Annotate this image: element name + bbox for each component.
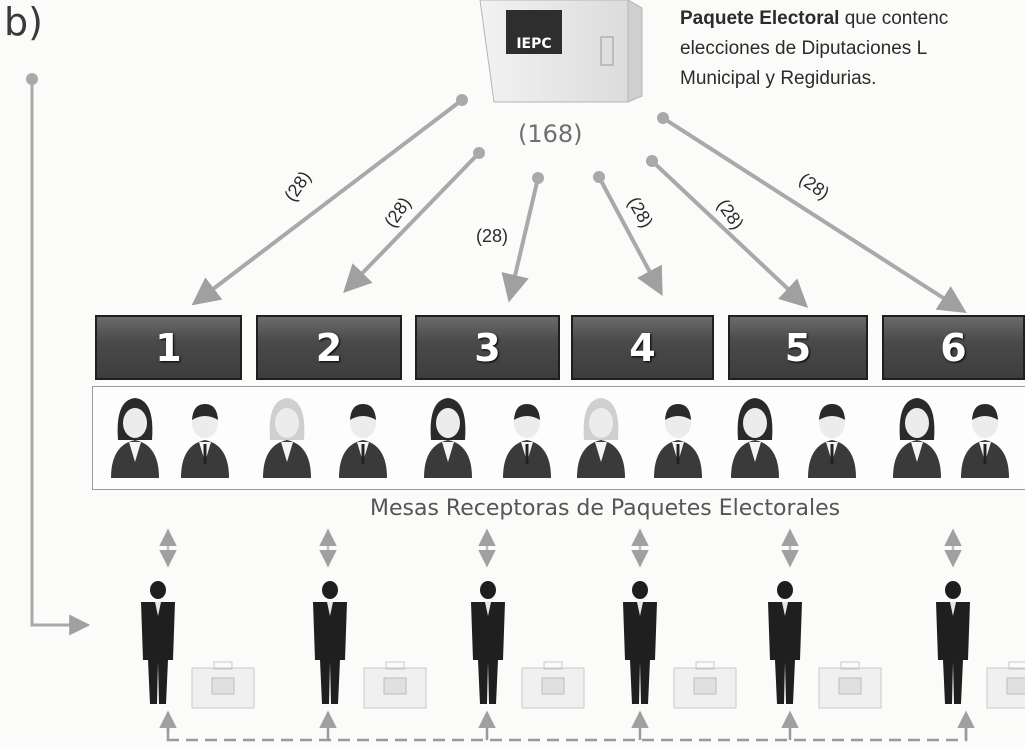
table-box-2: 2 xyxy=(256,315,402,380)
total-packages-label: (168) xyxy=(518,120,583,148)
courier-man-icon xyxy=(623,581,657,704)
description-line-2: elecciones de Diputaciones L xyxy=(680,38,928,59)
courier-icons xyxy=(141,581,1025,709)
package-suitcase-icon xyxy=(818,661,882,709)
courier-man-icon xyxy=(768,581,802,704)
staff-panel xyxy=(92,386,1025,490)
electoral-package-box-icon: IEPC xyxy=(479,0,643,103)
table-number: 6 xyxy=(940,325,967,370)
table-box-6: 6 xyxy=(882,315,1025,380)
courier-man-icon xyxy=(313,581,347,704)
arrow-label-3: (28) xyxy=(476,226,509,246)
table-box-3: 3 xyxy=(415,315,560,380)
svg-text:IEPC: IEPC xyxy=(516,36,551,52)
description-line-1: que contenc xyxy=(839,8,949,29)
bottom-dashed-line xyxy=(159,710,975,742)
courier-man-icon xyxy=(471,581,505,704)
table-number: 3 xyxy=(474,325,501,370)
package-suitcase-icon xyxy=(363,661,427,709)
distribution-arrows xyxy=(191,98,967,314)
table-number: 2 xyxy=(315,325,343,370)
table-number: 1 xyxy=(155,325,182,370)
courier-man-icon xyxy=(936,581,970,704)
courier-man-icon xyxy=(141,581,175,704)
package-suitcase-icon xyxy=(521,661,585,709)
table-box-1: 1 xyxy=(95,315,242,380)
table-number: 4 xyxy=(629,325,656,370)
table-box-5: 5 xyxy=(728,315,868,380)
table-box-4: 4 xyxy=(571,315,714,380)
section-letter: b) xyxy=(4,0,43,44)
left-flow-line xyxy=(26,73,91,636)
package-description: Paquete Electoral que contenc elecciones… xyxy=(680,4,1025,94)
diagram-subtitle: Mesas Receptoras de Paquetes Electorales xyxy=(370,496,841,521)
table-number: 5 xyxy=(784,325,812,370)
package-suitcase-icon xyxy=(673,661,737,709)
package-term: Paquete Electoral xyxy=(680,8,840,29)
description-line-3: Municipal y Regidurias. xyxy=(680,68,877,89)
package-suitcase-icon xyxy=(986,661,1025,709)
double-arrows xyxy=(159,528,962,568)
arrow-start-dots xyxy=(456,94,669,184)
package-suitcase-icon xyxy=(191,661,255,709)
